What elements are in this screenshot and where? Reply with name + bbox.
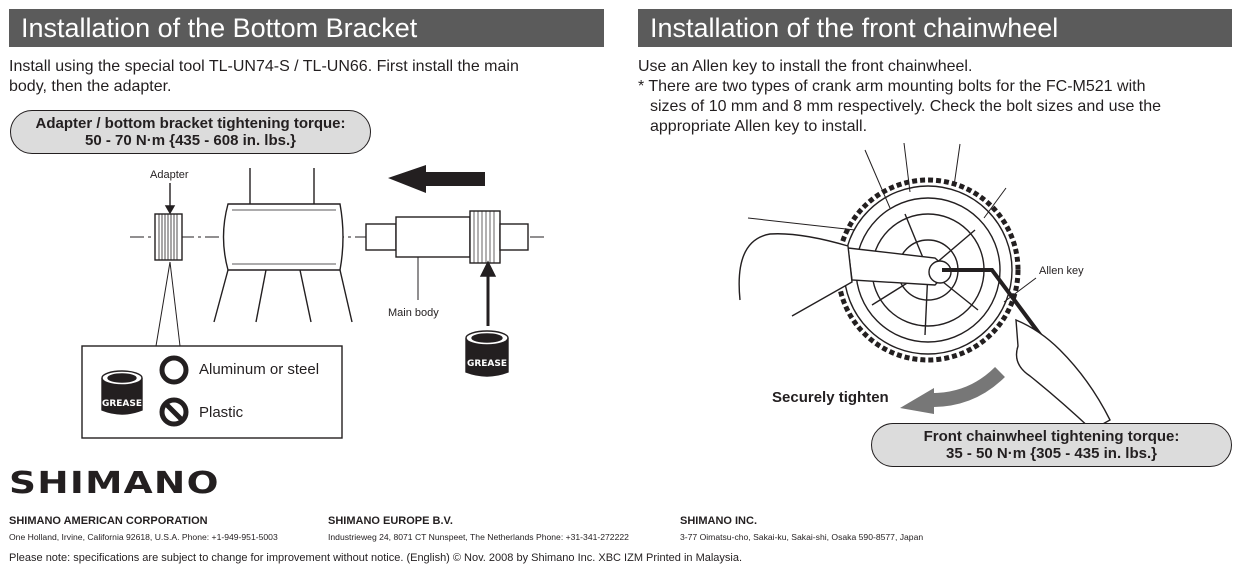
grease-label: GREASE bbox=[467, 359, 507, 369]
right-intro: Use an Allen key to install the front ch… bbox=[638, 58, 973, 75]
adapter-label: Adapter bbox=[150, 169, 189, 181]
left-section-title: Installation of the Bottom Bracket bbox=[9, 9, 604, 47]
footer-notice: Please note: specifications are subject … bbox=[9, 552, 743, 564]
chainwheel-torque-line1: Front chainwheel tightening torque: bbox=[923, 428, 1180, 445]
allen-key-label: Allen key bbox=[1039, 265, 1084, 277]
right-section-title: Installation of the front chainwheel bbox=[638, 9, 1232, 47]
company-address-europe: Industrieweg 24, 8071 CT Nunspeet, The N… bbox=[328, 532, 629, 542]
grease-jar-icon: GREASE bbox=[465, 330, 509, 377]
company-address-japan: 3-77 Oimatsu-cho, Sakai-ku, Sakai-shi, O… bbox=[680, 532, 924, 542]
securely-tighten-label: Securely tighten bbox=[772, 389, 889, 406]
chainwheel-diagram bbox=[738, 142, 1111, 431]
left-intro-line1: Install using the special tool TL-UN74-S… bbox=[9, 58, 519, 75]
company-name-japan: SHIMANO INC. bbox=[680, 515, 757, 527]
legend-aluminum-steel: Aluminum or steel bbox=[199, 361, 320, 378]
grease-label-inset: GREASE bbox=[102, 399, 142, 409]
company-name-europe: SHIMANO EUROPE B.V. bbox=[328, 515, 453, 527]
chainwheel-torque-badge: Front chainwheel tightening torque: 35 -… bbox=[871, 423, 1232, 467]
left-intro-line2: body, then the adapter. bbox=[9, 78, 172, 95]
bb-torque-badge: Adapter / bottom bracket tightening torq… bbox=[10, 110, 371, 154]
legend-plastic: Plastic bbox=[199, 404, 244, 421]
right-note-line1: * There are two types of crank arm mount… bbox=[638, 78, 1146, 95]
bb-diagram bbox=[81, 165, 545, 439]
right-note-line3: appropriate Allen key to install. bbox=[650, 118, 868, 135]
bb-torque-line2: 50 - 70 N·m {435 - 608 in. lbs.} bbox=[85, 132, 296, 149]
company-name-america: SHIMANO AMERICAN CORPORATION bbox=[9, 515, 208, 527]
right-note-line2: sizes of 10 mm and 8 mm respectively. Ch… bbox=[650, 98, 1162, 115]
chainwheel-torque-line2: 35 - 50 N·m {305 - 435 in. lbs.} bbox=[946, 445, 1157, 462]
main-body-label: Main body bbox=[388, 307, 439, 319]
grease-jar-icon-inset: GREASE bbox=[101, 370, 143, 415]
company-address-america: One Holland, Irvine, California 92618, U… bbox=[9, 532, 278, 542]
bb-torque-line1: Adapter / bottom bracket tightening torq… bbox=[35, 115, 346, 132]
shimano-logo: SHIMANO bbox=[9, 466, 220, 501]
